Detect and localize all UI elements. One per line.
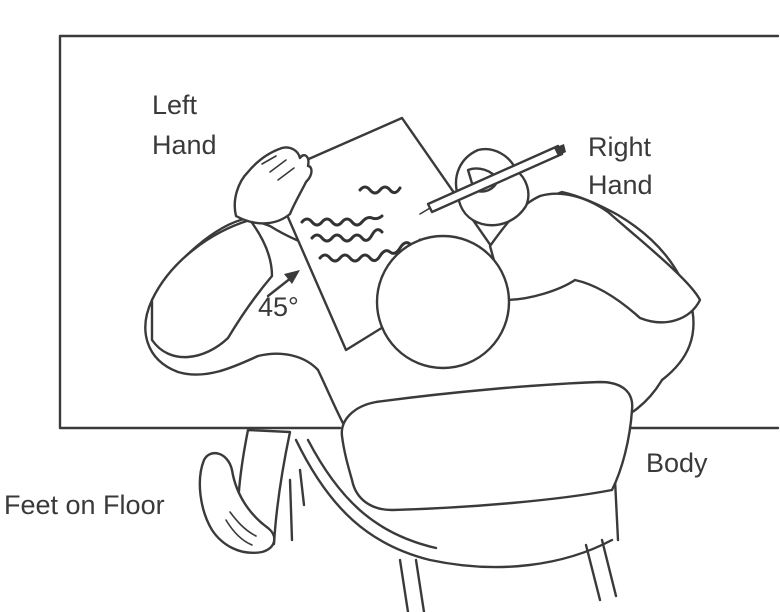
body-label: Body	[646, 448, 708, 478]
pencil	[419, 144, 566, 215]
feet-label: Feet on Floor	[4, 490, 165, 520]
desk	[58, 34, 780, 430]
head	[375, 234, 511, 370]
left-hand	[233, 146, 313, 225]
handwriting	[300, 185, 422, 263]
left-hand-label: Left Hand	[152, 90, 217, 160]
chair-back	[340, 380, 634, 512]
right-hand-label: Right Hand	[588, 132, 659, 200]
angle-label: 45°	[258, 292, 299, 322]
angle-arrow	[266, 270, 300, 298]
feet	[198, 428, 292, 555]
left-arm	[150, 218, 274, 359]
right-arm	[488, 192, 702, 324]
